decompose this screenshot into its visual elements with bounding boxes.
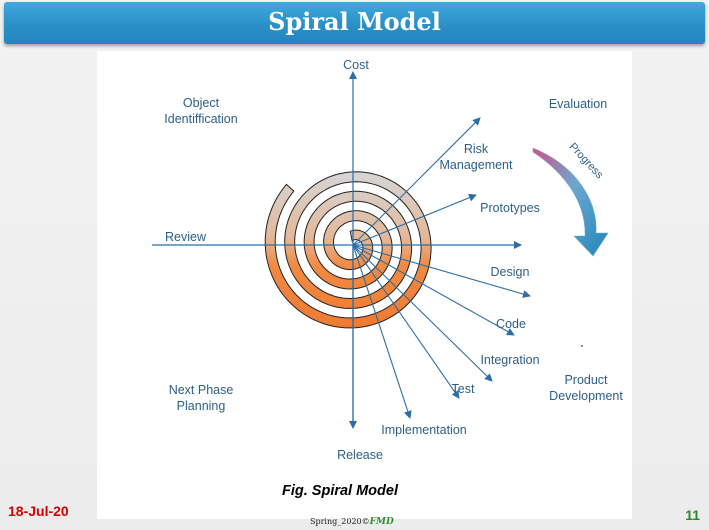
label-next-phase-planning: Next Phase Planning — [168, 383, 234, 413]
label-implementation: Implementation — [381, 423, 467, 437]
footer-author: FMD — [369, 517, 394, 527]
label-integration: Integration — [480, 353, 540, 367]
label-review: Review — [165, 230, 206, 244]
arrow-implementation — [352, 244, 412, 419]
label-evaluation: Evaluation — [548, 97, 608, 111]
arrow-design — [352, 244, 531, 298]
stray-dot — [581, 345, 583, 347]
spiral-band — [264, 171, 432, 329]
progress-arrow — [532, 147, 609, 257]
arrow-test — [352, 244, 460, 399]
label-design: Design — [490, 265, 530, 279]
label-release: Release — [337, 448, 383, 462]
slide-date: 18-Jul-20 — [8, 503, 69, 519]
footer-prefix: Spring_2020© — [310, 517, 370, 526]
footer: Spring_2020©FMD — [310, 517, 394, 527]
label-code: Code — [496, 317, 526, 331]
label-product-development: Product Development — [549, 373, 623, 403]
page-number: 11 — [685, 507, 700, 523]
arrow-risk — [352, 117, 481, 246]
arrow-prototypes — [352, 193, 477, 246]
figure-caption: Fig. Spiral Model — [281, 483, 398, 499]
slide-title: Spiral Model — [268, 7, 441, 36]
title-bar: Spiral Model — [4, 2, 705, 44]
label-cost: Cost — [343, 58, 369, 72]
arrow-code — [352, 244, 515, 336]
label-risk-management: Risk Management — [439, 142, 513, 172]
label-test: Test — [451, 382, 475, 396]
label-prototypes: Prototypes — [480, 201, 540, 215]
arrow-integration — [352, 244, 493, 382]
label-object-identification: Object Identiffication — [164, 96, 238, 126]
